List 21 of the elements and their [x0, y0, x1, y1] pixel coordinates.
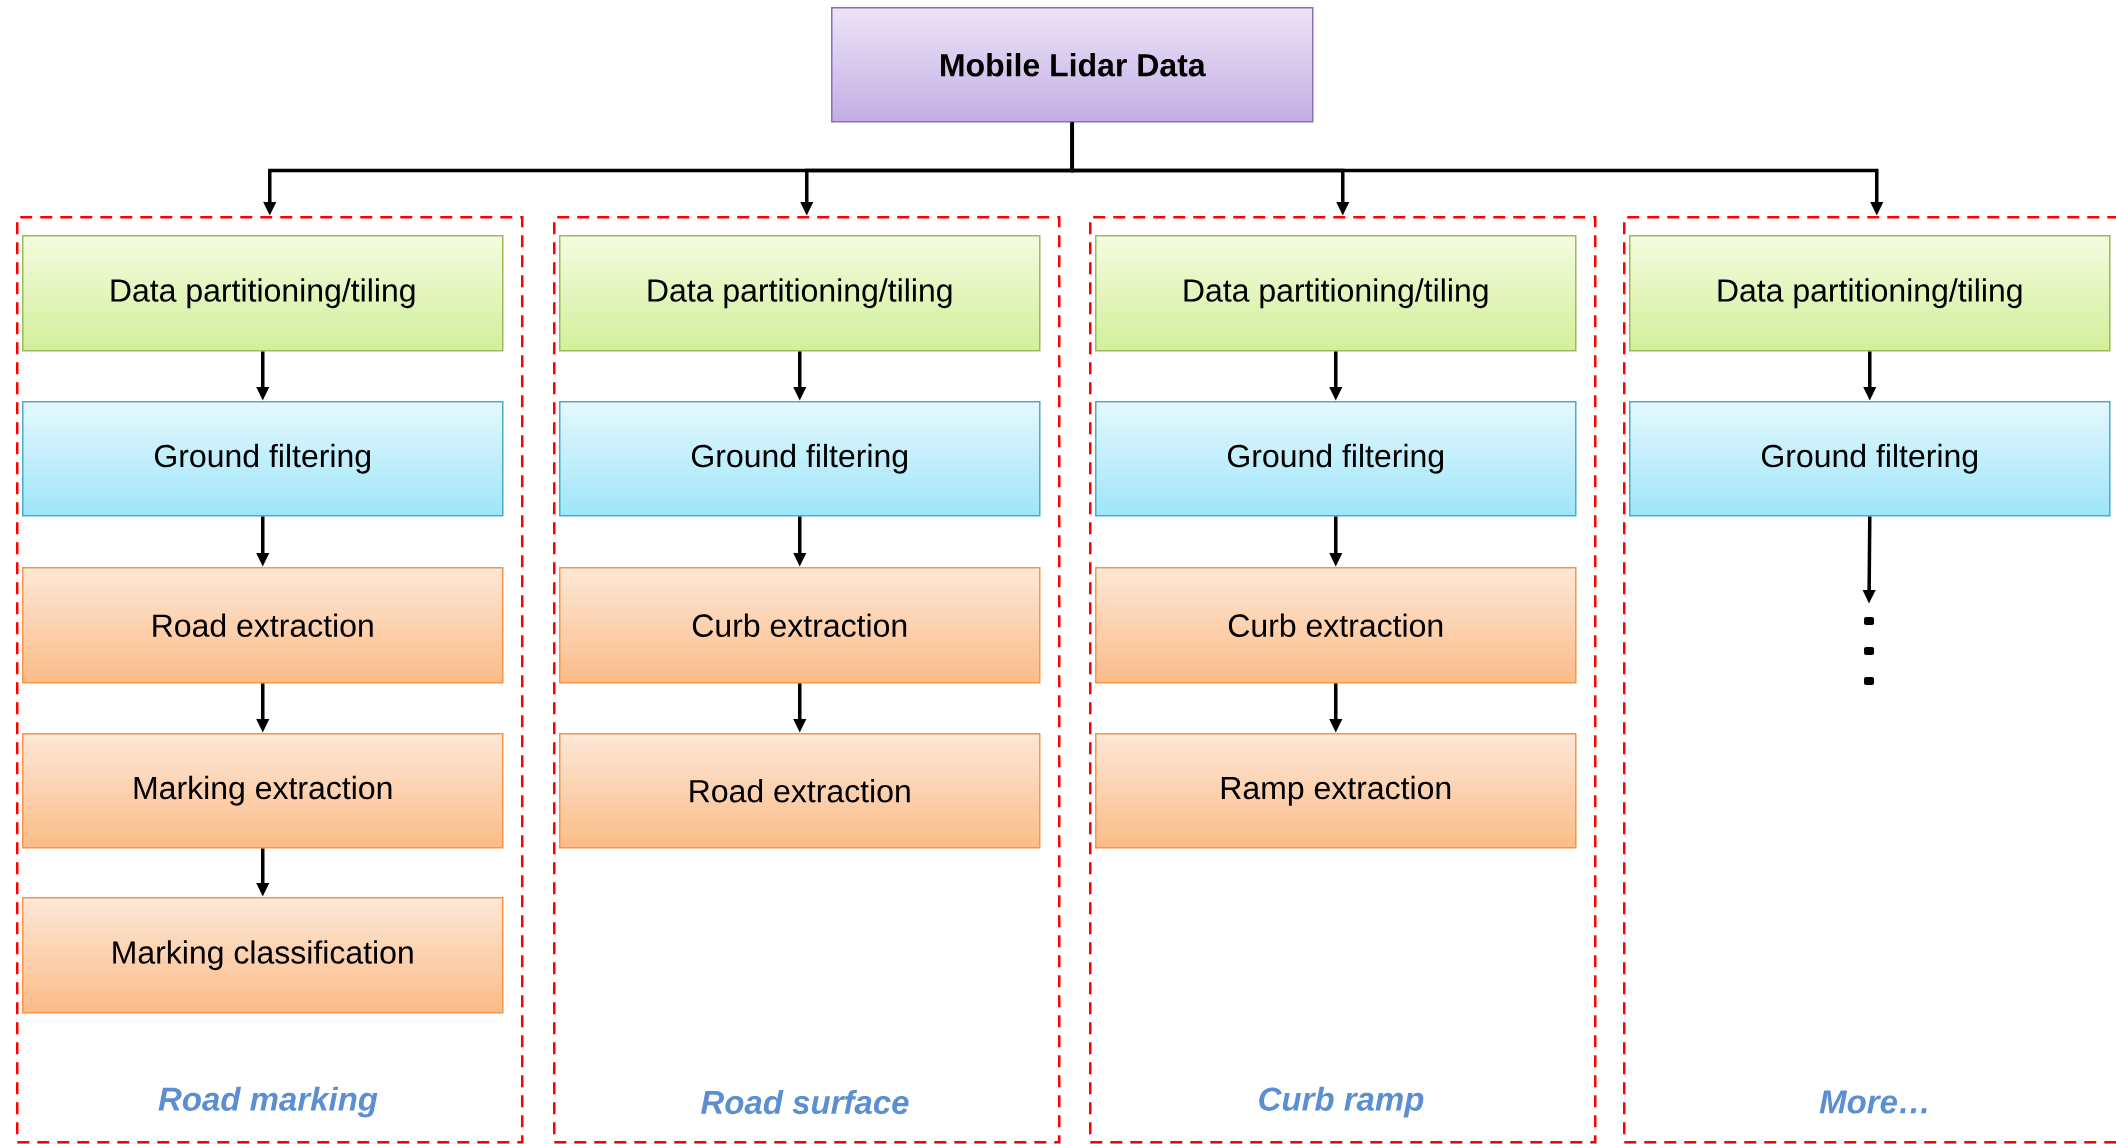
datastep-box: Data partitioning/tiling: [22, 235, 504, 352]
extraction-box: Curb extraction: [1095, 567, 1577, 684]
group-label: Road surface: [701, 1089, 909, 1115]
extraction-box: Curb extraction: [559, 567, 1041, 684]
datastep-box: Data partitioning/tiling: [1629, 235, 2111, 352]
group-label: Road marking: [158, 1086, 378, 1118]
datastep-box: Data partitioning/tiling: [559, 235, 1041, 352]
extraction-box: Marking classification: [22, 897, 504, 1014]
filter-box: Ground filtering: [22, 401, 504, 517]
filter-box: Ground filtering: [1095, 401, 1577, 517]
group-label: Curb ramp: [1259, 1086, 1424, 1118]
filter-box: Ground filtering: [1629, 401, 2111, 517]
ellipsis-dots: [1864, 617, 1874, 685]
extraction-box: Road extraction: [559, 733, 1041, 849]
extraction-box: Ramp extraction: [1095, 733, 1577, 849]
source-box: Mobile Lidar Data: [831, 7, 1314, 123]
filter-box: Ground filtering: [559, 401, 1041, 517]
extraction-box: Road extraction: [22, 567, 504, 684]
datastep-box: Data partitioning/tiling: [1095, 235, 1577, 352]
group-label: More…: [1819, 1090, 1927, 1114]
extraction-box: Marking extraction: [22, 733, 504, 849]
